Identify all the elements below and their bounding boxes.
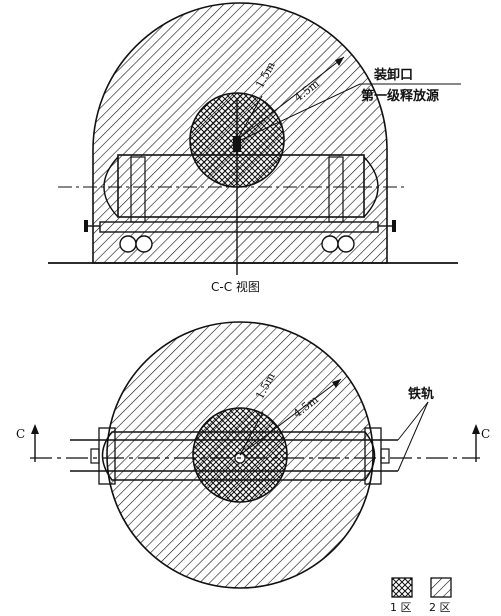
top-view: 1.5m 4.5m 装卸口 第一级释放源 C-C 视图 bbox=[48, 2, 461, 294]
top-wheel-4 bbox=[337, 235, 355, 253]
plan-left-buffer bbox=[90, 448, 100, 464]
plan-section-left-label: C bbox=[16, 427, 25, 441]
top-radius-outer-arrow bbox=[335, 57, 344, 66]
top-buffer-right-plate bbox=[392, 220, 396, 232]
top-wheel-1 bbox=[119, 235, 137, 253]
top-buffer-left-plate bbox=[84, 220, 88, 232]
top-view-caption: C-C 视图 bbox=[211, 279, 260, 294]
top-radius-inner-line bbox=[236, 95, 263, 141]
top-chassis bbox=[99, 221, 379, 233]
plan-rail-label: 铁轨 bbox=[407, 386, 434, 402]
top-source-label-line2: 第一级释放源 bbox=[361, 88, 439, 104]
plan-section-left-arrow bbox=[31, 424, 39, 434]
plan-view: C C 1.5m 4.5m 铁轨 bbox=[16, 321, 490, 589]
legend-zone2-swatch bbox=[430, 577, 452, 598]
plan-radius-outer-line bbox=[239, 378, 342, 456]
legend: 1 区 2 区 bbox=[390, 577, 452, 614]
top-radius-outer-line bbox=[236, 56, 345, 141]
top-source-label-line1: 装卸口 bbox=[373, 67, 413, 83]
legend-zone1-label: 1 区 bbox=[390, 601, 412, 614]
plan-section-right-label: C bbox=[481, 427, 490, 441]
legend-zone1-swatch bbox=[391, 577, 413, 598]
plan-radius-outer-arrow bbox=[332, 379, 341, 388]
plan-rail-leader-upper bbox=[397, 401, 429, 441]
legend-zone2-label: 2 区 bbox=[429, 601, 451, 614]
top-tank-left-end bbox=[103, 156, 119, 218]
top-wheel-2 bbox=[135, 235, 153, 253]
top-source-leader bbox=[240, 83, 461, 141]
plan-radius-inner-line bbox=[239, 411, 264, 456]
plan-right-buffer bbox=[380, 448, 390, 464]
plan-section-right-arrow bbox=[472, 424, 480, 434]
top-wheel-3 bbox=[321, 235, 339, 253]
plan-rail-leader-lower bbox=[397, 401, 429, 472]
